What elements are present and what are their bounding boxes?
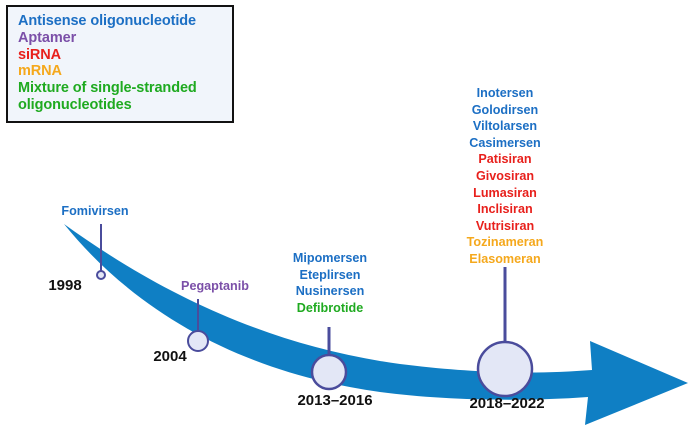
year-label-2004: 2004 bbox=[153, 348, 187, 365]
drug-label: Patisiran bbox=[478, 152, 532, 167]
drug-label: Vutrisiran bbox=[475, 218, 535, 233]
node-2013[interactable] bbox=[310, 353, 348, 391]
drug-group-2013: Mipomersen Eteplirsen Nusinersen Defibro… bbox=[255, 250, 405, 316]
drug-label: Nusinersen bbox=[295, 284, 365, 299]
legend-item-mixture-line1: Mixture of single-stranded bbox=[18, 80, 197, 97]
legend-item-antisense: Antisense oligonucleotide bbox=[18, 13, 196, 29]
drug-label: Casimersen bbox=[469, 135, 541, 150]
year-label-1998: 1998 bbox=[48, 277, 82, 294]
drug-label: Viltolarsen bbox=[472, 119, 538, 134]
drug-label: Tozinameran bbox=[466, 235, 544, 250]
modality-legend: Antisense oligonucleotide Aptamer siRNA … bbox=[6, 5, 234, 123]
year-label-2013: 2013–2016 bbox=[297, 392, 373, 409]
legend-item-mrna: mRNA bbox=[18, 63, 62, 80]
drug-label: Givosiran bbox=[475, 168, 535, 183]
legend-item-mixture-line2: oligonucleotides bbox=[18, 96, 132, 113]
year-label-2018: 2018–2022 bbox=[469, 395, 545, 412]
drug-label: Fomivirsen bbox=[61, 204, 129, 218]
drug-label: Eteplirsen bbox=[299, 267, 361, 282]
node-1998[interactable] bbox=[96, 270, 106, 280]
drug-label: Pegaptanib bbox=[181, 279, 249, 293]
legend-item-sirna: siRNA bbox=[18, 46, 62, 63]
drug-label: Defibrotide bbox=[296, 300, 364, 315]
drug-group-1998: Fomivirsen bbox=[15, 203, 175, 220]
drug-label: Lumasiran bbox=[473, 185, 537, 200]
drug-group-2018: Inotersen Golodirsen Viltolarsen Casimer… bbox=[415, 85, 595, 268]
drug-label: Inotersen bbox=[476, 86, 534, 100]
drug-label: Elasomeran bbox=[469, 251, 541, 266]
drug-label: Mipomersen bbox=[292, 251, 368, 265]
drug-label: Golodirsen bbox=[471, 102, 539, 117]
node-2018[interactable] bbox=[476, 340, 534, 398]
drug-group-2004: Pegaptanib bbox=[120, 278, 310, 295]
node-2004[interactable] bbox=[187, 330, 209, 352]
legend-item-aptamer: Aptamer bbox=[18, 29, 77, 46]
drug-label: Inclisiran bbox=[477, 202, 533, 217]
